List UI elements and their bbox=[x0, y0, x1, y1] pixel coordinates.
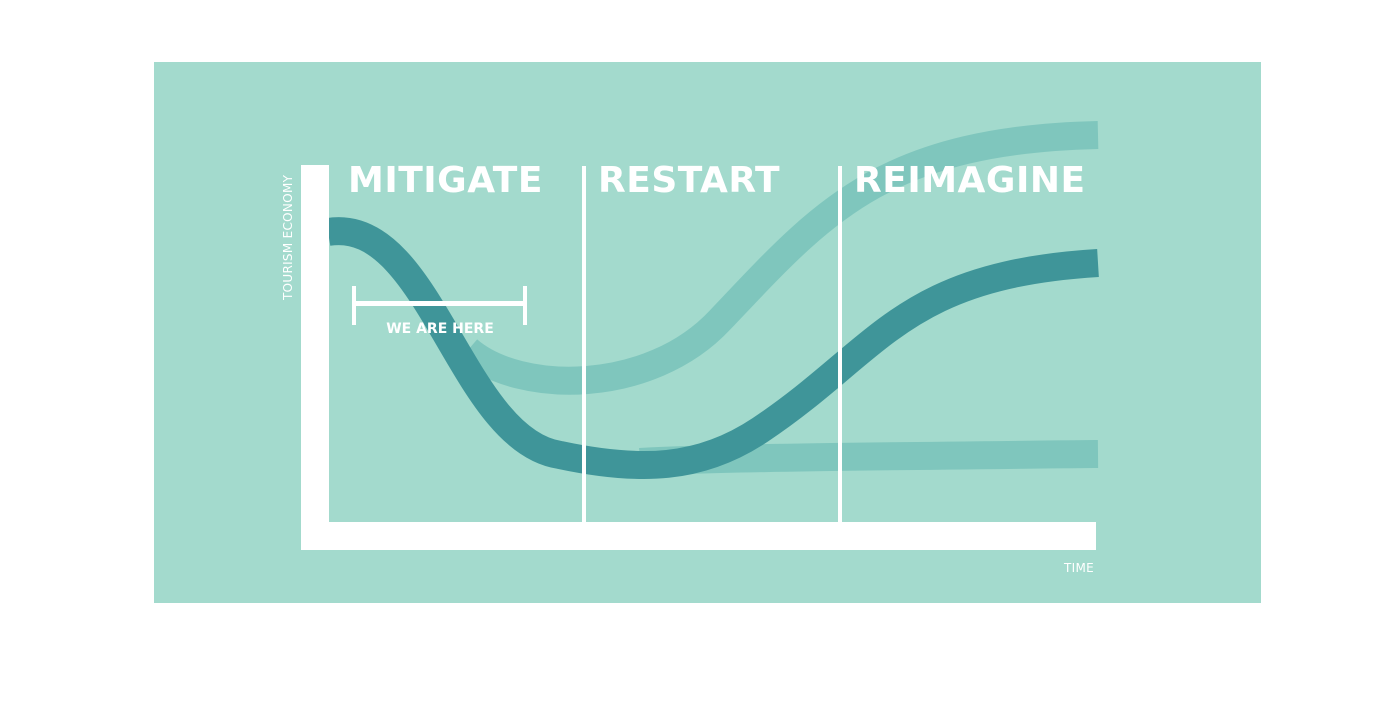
upper-scenario-curve bbox=[458, 121, 1099, 395]
x-axis-label: TIME bbox=[1063, 561, 1094, 575]
we-are-here-marker bbox=[352, 286, 527, 325]
phase-divider-2 bbox=[838, 166, 842, 522]
x-axis-bar bbox=[301, 522, 1096, 550]
phase-title-restart: RESTART bbox=[598, 160, 780, 201]
y-axis-bar bbox=[301, 165, 329, 550]
we-are-here-label: WE ARE HERE bbox=[386, 321, 494, 337]
phase-title-mitigate: MITIGATE bbox=[348, 160, 543, 201]
main-economy-curve bbox=[325, 217, 1099, 480]
phase-divider-1 bbox=[582, 166, 586, 522]
phase-title-reimagine: REIMAGINE bbox=[854, 160, 1086, 201]
y-axis-label: TOURISM ECONOMY bbox=[281, 174, 295, 301]
